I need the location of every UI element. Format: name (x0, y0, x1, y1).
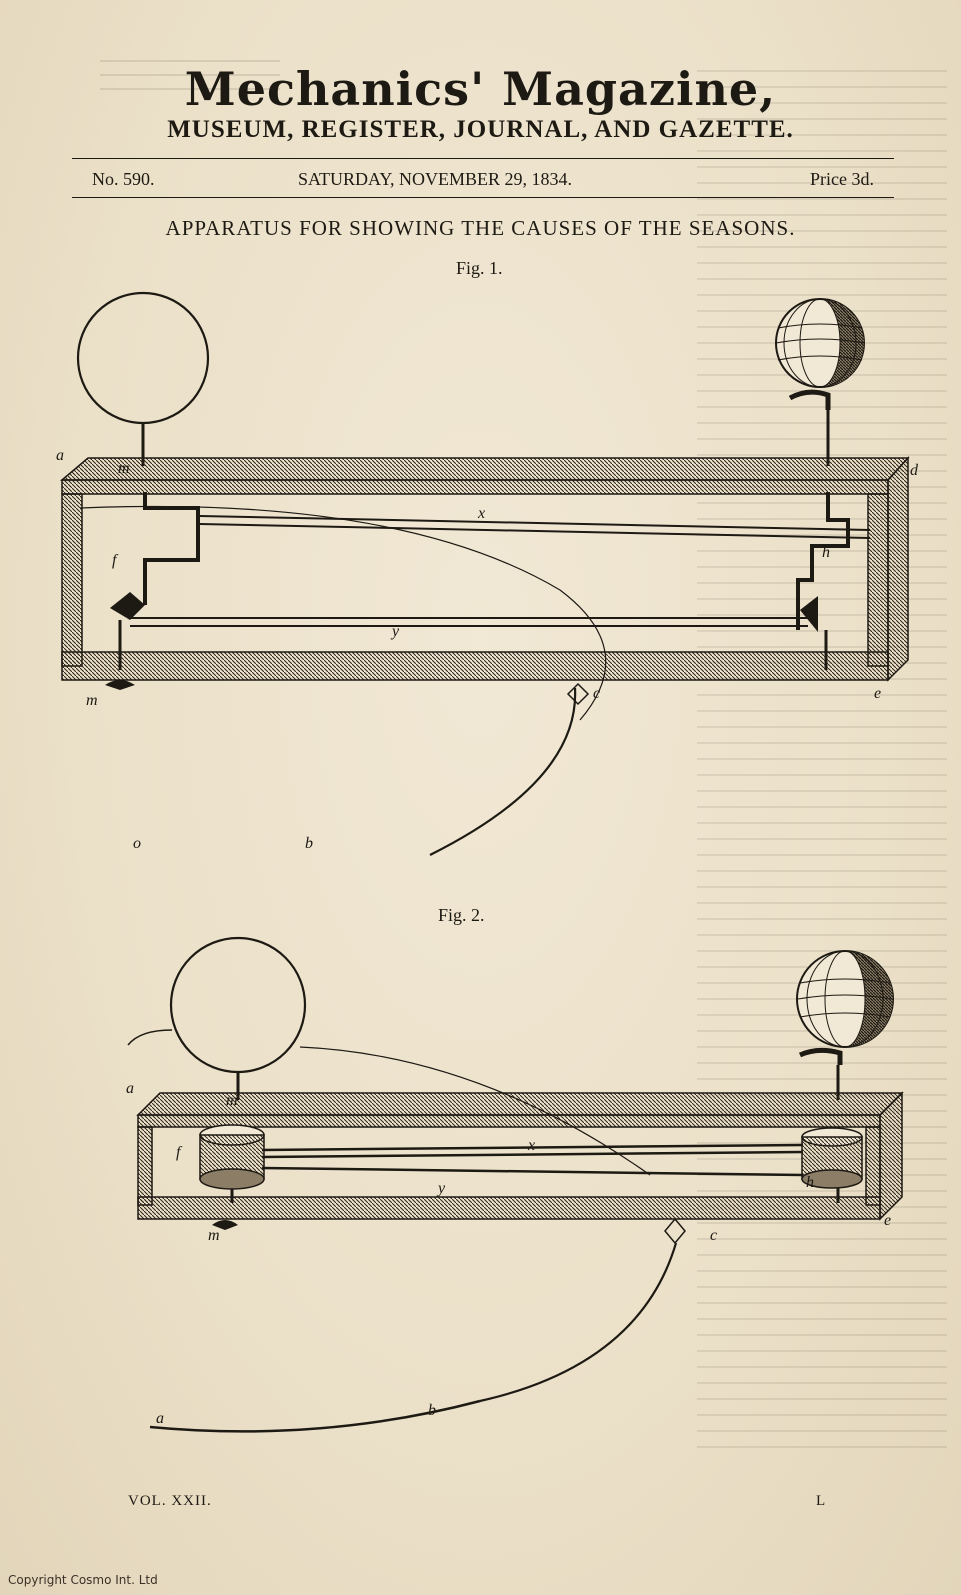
header-rule-bottom (72, 197, 894, 198)
fig2-illustration: a m f x y h m c e a b (126, 936, 904, 1433)
fig2-label-h: h (806, 1174, 814, 1191)
fig1-mechanism (79, 492, 871, 856)
fig2-label-x: x (527, 1137, 535, 1154)
fig1-label-o: o (133, 835, 141, 852)
fig1-label-b: b (305, 835, 313, 852)
fig2-label-a-bottom: a (156, 1410, 164, 1427)
fig1-label-f: f (112, 552, 119, 569)
article-title: APPARATUS FOR SHOWING THE CAUSES OF THE … (165, 216, 796, 240)
fig2-label-b: b (428, 1402, 436, 1419)
masthead-title: Mechanics' Magazine, (184, 62, 777, 116)
issue-line: No. 590. SATURDAY, NOVEMBER 29, 1834. Pr… (72, 169, 894, 197)
fig2-mechanism (149, 1124, 863, 1433)
fig1-label-m-bottom: m (86, 692, 98, 709)
fig1-sun-sphere (76, 291, 210, 466)
fig2-sun-sphere (127, 936, 307, 1100)
fig1-label-c: c (593, 685, 600, 702)
fig2-label-c: c (710, 1227, 717, 1244)
fig1-caption: Fig. 1. (456, 258, 503, 278)
fig1-label-m-top: m (118, 460, 130, 477)
masthead-subtitle: MUSEUM, REGISTER, JOURNAL, AND GAZETTE. (167, 116, 794, 143)
fig1-label-y: y (390, 623, 400, 640)
fig2-board-frame (136, 1091, 904, 1221)
fig2-label-e: e (884, 1212, 891, 1229)
fig1-label-x: x (477, 505, 485, 522)
fig1-earth-globe (775, 298, 865, 466)
fig1-label-a: a (56, 447, 64, 464)
fig2-label-y: y (436, 1180, 446, 1197)
fig1-label-h: h (822, 544, 830, 561)
fig1-label-e: e (874, 685, 881, 702)
fig1-illustration: a d m x f h y m c e o b (56, 291, 919, 856)
volume-number: VOL. XXII. (128, 1493, 212, 1509)
fig2-label-m-bottom: m (208, 1227, 220, 1244)
fig1-label-d: d (910, 462, 919, 479)
fig2-label-a-top: a (126, 1080, 134, 1097)
issue-price: Price 3d. (810, 169, 874, 189)
show-through-text-top (100, 60, 280, 100)
signature-mark: L (816, 1493, 827, 1509)
fig2-label-f: f (176, 1144, 183, 1161)
fig2-caption: Fig. 2. (438, 905, 485, 925)
fig2-label-m-top: m (226, 1092, 238, 1109)
issue-date: SATURDAY, NOVEMBER 29, 1834. (298, 169, 573, 189)
issue-number: No. 590. (92, 169, 155, 189)
header-rule-top (72, 158, 894, 159)
copyright-notice: Copyright Cosmo Int. Ltd (8, 1573, 158, 1587)
fig2-earth-globe (796, 950, 894, 1100)
fig1-board-frame (59, 456, 910, 682)
